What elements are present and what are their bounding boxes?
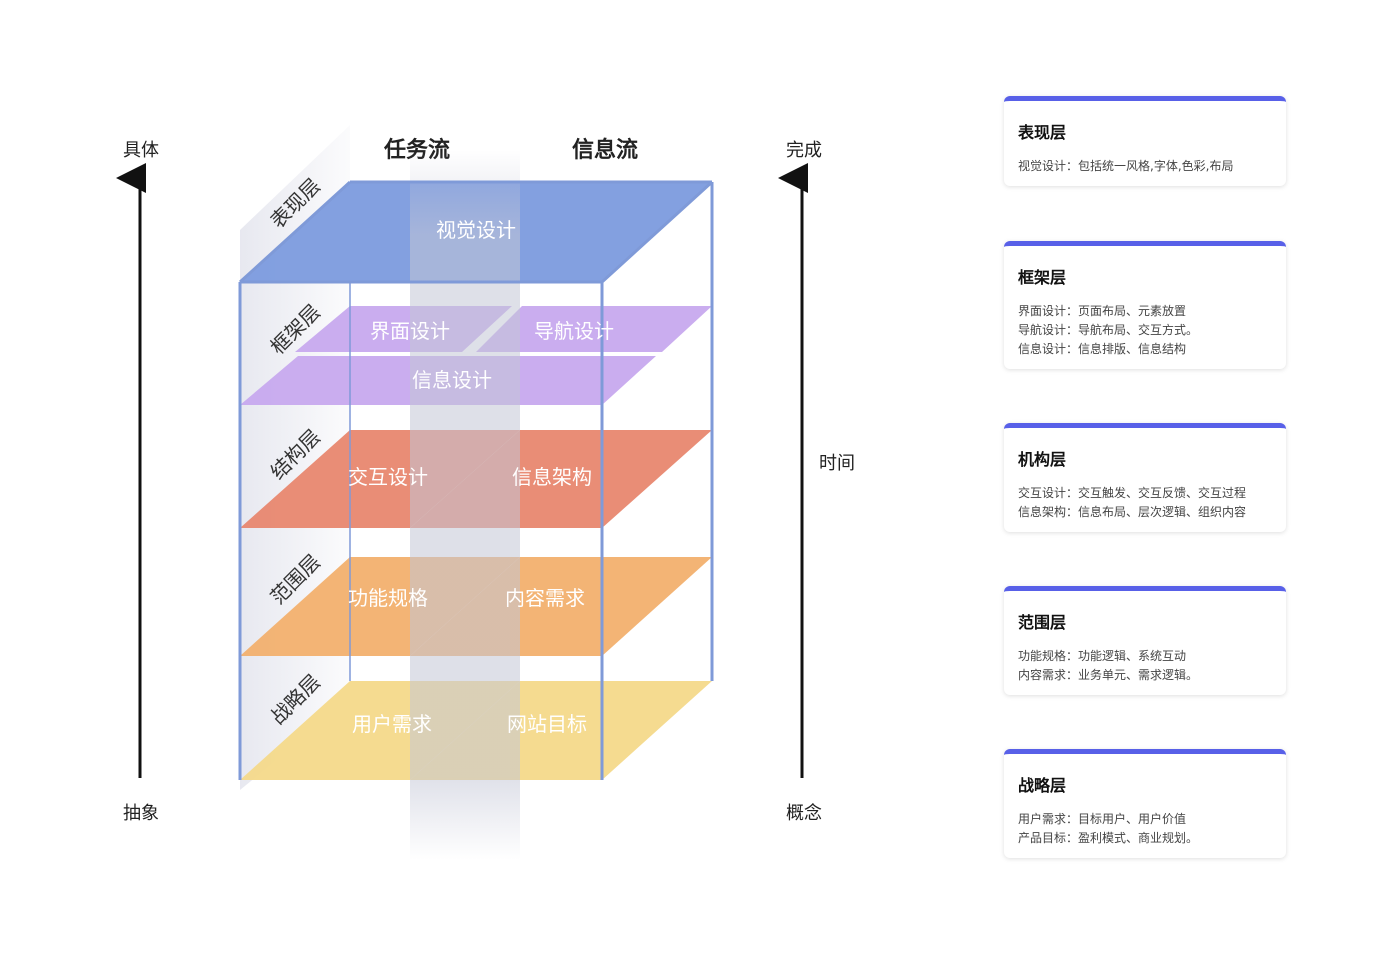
layer-card-line-value: 导航布局、交互方式。: [1078, 323, 1199, 337]
right-axis-middle-label: 时间: [819, 453, 855, 474]
right-axis-bottom-label: 概念: [786, 803, 822, 824]
left-axis-top-label: 具体: [123, 140, 159, 161]
layer-card-line: 用户需求：目标用户、用户价值: [1018, 810, 1272, 829]
layer-card-line: 信息架构：信息布局、层次逻辑、组织内容: [1018, 503, 1272, 522]
frame-edge: [238, 180, 352, 284]
layer-card-line-value: 业务单元、需求逻辑。: [1078, 668, 1199, 682]
layer-card: 范围层功能规格：功能逻辑、系统互动内容需求：业务单元、需求逻辑。: [1004, 586, 1286, 695]
layer-card-line-key: 信息设计：: [1018, 342, 1079, 356]
layer-card-line-key: 交互设计：: [1018, 486, 1079, 500]
plate-label: 交互设计: [348, 465, 428, 489]
layer-card-title: 机构层: [1018, 450, 1067, 469]
layer-card-line-key: 导航设计：: [1018, 323, 1079, 337]
layer-card-title: 框架层: [1018, 268, 1067, 287]
layer-card-line-key: 视觉设计：: [1018, 159, 1079, 173]
plate-label: 内容需求: [505, 586, 585, 610]
layer-card-line: 导航设计：导航布局、交互方式。: [1018, 321, 1272, 340]
layer-card-title: 表现层: [1018, 123, 1067, 142]
plate-label: 功能规格: [348, 586, 428, 610]
layer-card-line-value: 功能逻辑、系统互动: [1078, 649, 1187, 663]
plate-label: 网站目标: [507, 712, 587, 736]
layer-card-line-key: 界面设计：: [1018, 304, 1079, 318]
layer-card-line: 信息设计：信息排版、信息结构: [1018, 340, 1272, 359]
layer-card-line-value: 页面布局、元素放置: [1078, 304, 1187, 318]
plate-label: 信息设计: [412, 368, 492, 392]
layer-card-line-value: 包括统一风格,字体,色彩,布局: [1078, 159, 1234, 173]
layer-card-line: 产品目标：盈利模式、商业规划。: [1018, 829, 1272, 848]
layer-card-line-value: 交互触发、交互反馈、交互过程: [1078, 486, 1247, 500]
layer-card-line: 视觉设计：包括统一风格,字体,色彩,布局: [1018, 157, 1272, 176]
layer-card-line: 交互设计：交互触发、交互反馈、交互过程: [1018, 484, 1272, 503]
left-axis-bottom-label: 抽象: [123, 803, 159, 824]
frame-lines: [238, 180, 714, 780]
layer-card-title: 战略层: [1018, 776, 1067, 795]
layer-card: 表现层视觉设计：包括统一风格,字体,色彩,布局: [1004, 96, 1286, 186]
layer-card-line-key: 信息架构：: [1018, 505, 1079, 519]
frame-edge: [600, 180, 714, 284]
layer-card-line-value: 信息布局、层次逻辑、组织内容: [1078, 505, 1247, 519]
layer-card-line: 界面设计：页面布局、元素放置: [1018, 302, 1272, 321]
info-flow-title: 信息流: [572, 138, 639, 163]
layer-card-line-value: 盈利模式、商业规划。: [1078, 831, 1199, 845]
plate-label: 视觉设计: [436, 218, 516, 242]
layer-card: 框架层界面设计：页面布局、元素放置导航设计：导航布局、交互方式。信息设计：信息排…: [1004, 241, 1286, 369]
plate-label: 信息架构: [512, 465, 592, 489]
right-axis-top-label: 完成: [786, 140, 822, 161]
plate-label: 导航设计: [534, 319, 614, 343]
layer-card-line: 功能规格：功能逻辑、系统互动: [1018, 647, 1272, 666]
layer-card-line-key: 产品目标：: [1018, 831, 1079, 845]
layer-card-line-value: 目标用户、用户价值: [1078, 812, 1187, 826]
layer-card-line-key: 用户需求：: [1018, 812, 1079, 826]
layer-card-line-value: 信息排版、信息结构: [1078, 342, 1187, 356]
plate-label: 用户需求: [352, 712, 432, 736]
layer-card-line-key: 内容需求：: [1018, 668, 1079, 682]
layer-card-line: 内容需求：业务单元、需求逻辑。: [1018, 666, 1272, 685]
layer-card: 战略层用户需求：目标用户、用户价值产品目标：盈利模式、商业规划。: [1004, 749, 1286, 858]
plate-2-2: [476, 306, 712, 352]
layer-card-title: 范围层: [1018, 613, 1067, 632]
layer-card-line-key: 功能规格：: [1018, 649, 1079, 663]
plate-label: 界面设计: [370, 319, 450, 343]
center-spine: [410, 150, 520, 860]
layer-card: 机构层交互设计：交互触发、交互反馈、交互过程信息架构：信息布局、层次逻辑、组织内…: [1004, 423, 1286, 532]
